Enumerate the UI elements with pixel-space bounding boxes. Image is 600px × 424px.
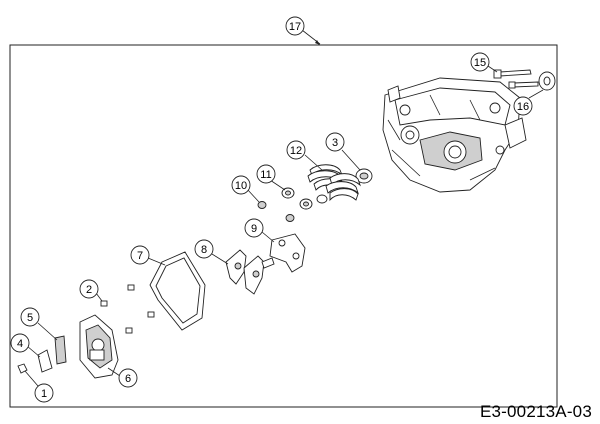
screw-part-1 <box>17 363 39 387</box>
retainer-part-11 <box>269 179 328 210</box>
callout-2: 2 <box>79 279 99 299</box>
screws-part-2 <box>95 284 155 334</box>
label-part-4 <box>26 345 53 373</box>
drawing-reference-code: E3-00213A-03 <box>479 402 592 421</box>
valve-seal-part-3 <box>341 149 373 184</box>
svg-text:9: 9 <box>251 223 257 235</box>
callout-17: 17 <box>285 16 305 36</box>
svg-text:12: 12 <box>290 145 302 157</box>
svg-text:15: 15 <box>474 57 486 69</box>
rocker-arms-part-8 <box>211 249 275 295</box>
callout-7: 7 <box>130 245 150 265</box>
bolt-part-15 <box>487 65 532 79</box>
svg-text:5: 5 <box>27 312 33 324</box>
svg-text:17: 17 <box>289 21 301 33</box>
callout-11: 11 <box>256 164 276 184</box>
valve-cover-part-6 <box>79 314 121 379</box>
callout-15: 15 <box>470 52 490 72</box>
gasket-part-7 <box>147 251 206 331</box>
bolt-washer-part-16 <box>508 71 556 99</box>
svg-text:1: 1 <box>41 388 47 400</box>
diagram-frame <box>9 44 558 408</box>
callout-3: 3 <box>325 132 345 152</box>
cylinder-head-part <box>382 77 527 193</box>
svg-text:2: 2 <box>86 284 92 296</box>
callout-4: 4 <box>10 333 30 353</box>
svg-text:3: 3 <box>332 137 338 149</box>
svg-text:6: 6 <box>125 373 131 385</box>
nut-part-10 <box>246 188 295 222</box>
callout-9: 9 <box>244 218 264 238</box>
svg-text:7: 7 <box>137 250 143 262</box>
callout-16: 16 <box>513 96 533 116</box>
valve-springs-part-12 <box>304 154 361 202</box>
label-part-5 <box>37 322 67 365</box>
svg-text:4: 4 <box>17 338 23 350</box>
svg-text:16: 16 <box>517 101 529 113</box>
rocker-plate-part-9 <box>261 231 306 273</box>
svg-text:8: 8 <box>201 244 207 256</box>
callout-1: 1 <box>34 383 54 403</box>
callout-12: 12 <box>286 140 306 160</box>
callout-5: 5 <box>20 307 40 327</box>
callout-6: 6 <box>118 368 138 388</box>
callout-10: 10 <box>231 175 251 195</box>
svg-text:10: 10 <box>235 180 247 192</box>
svg-text:11: 11 <box>260 169 271 181</box>
callout-8: 8 <box>194 239 214 259</box>
